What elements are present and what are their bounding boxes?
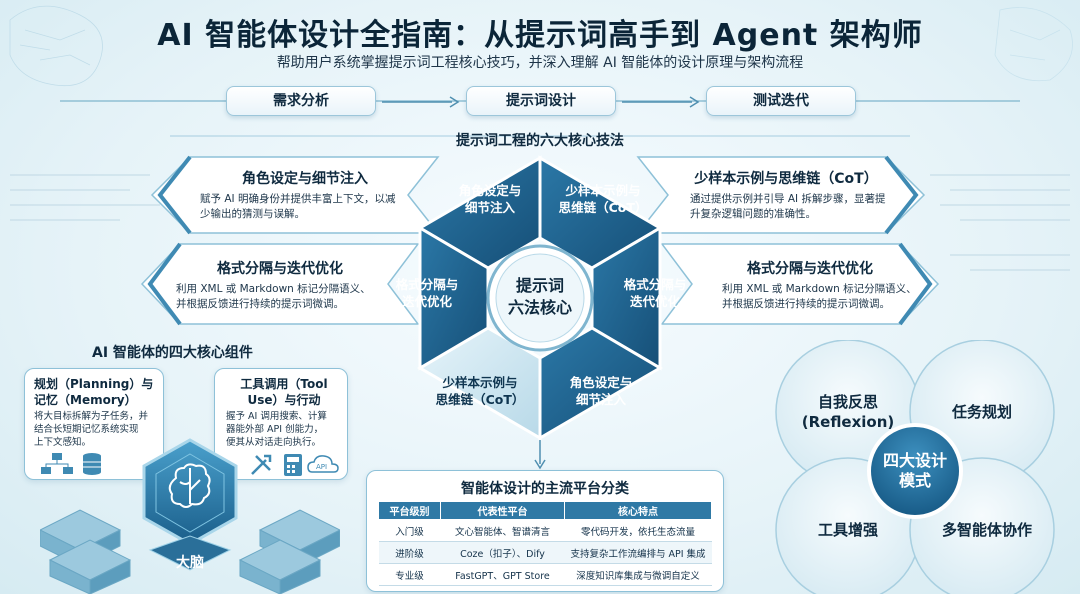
table-header: 平台级别 xyxy=(378,501,441,520)
table-cell: 文心智能体、智谱清言 xyxy=(440,519,565,542)
brain-label: 大脑 xyxy=(176,555,204,571)
table-cell: 深度知识库集成与微调自定义 xyxy=(564,563,712,586)
table-cell: FastGPT、GPT Store xyxy=(440,563,565,586)
technique-card-desc: 通过提供示例并引导 AI 拆解步骤，显著提升复杂逻辑问题的准确性。 xyxy=(690,193,886,220)
techniques-section-title: 提示词工程的六大核心技法 xyxy=(456,133,624,149)
component-desc: 握予 AI 调用搜索、计算 器能外部 API 创能力， 便其从对话走向执行。 xyxy=(226,411,327,448)
table-cell: Coze（扣子）、Dify xyxy=(440,541,565,564)
technique-hex-ring xyxy=(417,155,663,441)
table-cell: 零代码开发，依托生态流量 xyxy=(564,519,712,542)
hex-label-role: 角色设定与 细节注入 xyxy=(569,375,633,407)
table-row: 专业级 FastGPT、GPT Store 深度知识库集成与微调自定义 xyxy=(378,563,712,586)
flow-pill-requirements: 需求分析 xyxy=(226,86,376,116)
technique-card-desc: 赋予 AI 明确身份并提供丰富上下文，以减少输出的猜测与误解。 xyxy=(200,193,396,220)
technique-card-bg xyxy=(660,242,940,326)
technique-card-desc: 利用 XML 或 Markdown 标记分隔语义、并根据反馈进行持续的提示词微调… xyxy=(176,283,371,310)
mode-label-tools: 工具增强 xyxy=(817,521,878,539)
technique-card-title: 角色设定与细节注入 xyxy=(242,171,368,187)
hex-label-format: 格式分隔与 迭代优化 xyxy=(623,277,687,309)
platforms-section-title: 智能体设计的主流平台分类 xyxy=(461,481,629,497)
technique-card-title: 格式分隔与迭代优化 xyxy=(217,261,343,277)
hex-label-fewshot: 少样本示例与 思维链（CoT） xyxy=(558,183,648,215)
modes-center-label: 四大设计 模式 xyxy=(882,451,947,490)
technique-card-desc: 利用 XML 或 Markdown 标记分隔语义、并根据反馈进行持续的提示词微调… xyxy=(722,283,917,310)
calculator-icon xyxy=(284,454,302,476)
technique-card-bg xyxy=(140,242,420,326)
brain-chip-illustration xyxy=(40,438,340,594)
platforms-table: 平台级别 代表性平台 核心特点 入门级 文心智能体、智谱清言 零代码开发，依托生… xyxy=(378,501,712,586)
table-row: 入门级 文心智能体、智谱清言 零代码开发，依托生态流量 xyxy=(378,519,712,542)
table-cell: 支持复杂工作流编排与 API 集成 xyxy=(564,541,712,564)
components-section-title: AI 智能体的四大核心组件 xyxy=(92,345,253,361)
api-label: API xyxy=(316,463,327,471)
page-subtitle: 帮助用户系统掌握提示词工程核心技巧，并深入理解 AI 智能体的设计原理与架构流程 xyxy=(276,55,804,71)
component-title: 工具调用（Tool Use）与行动 xyxy=(240,377,328,407)
mode-label-reflexion: 自我反思 (Reflexion) xyxy=(801,393,895,431)
component-title: 规划（Planning）与 记忆（Memory） xyxy=(34,377,154,407)
page-title: AI 智能体设计全指南：从提示词高手到 Agent 架构师 xyxy=(157,18,923,53)
hex-label-role: 角色设定与 细节注入 xyxy=(458,183,522,215)
arrow-right-icon xyxy=(382,96,460,108)
technique-center-label: 提示词 六法核心 xyxy=(507,276,572,317)
hex-label-format: 格式分隔与 迭代优化 xyxy=(395,277,459,309)
mode-label-planning: 任务规划 xyxy=(951,403,1012,421)
database-icon xyxy=(83,453,101,475)
table-cell: 进阶级 xyxy=(378,541,441,564)
brain-icon xyxy=(168,463,211,508)
hex-segment-left xyxy=(418,225,490,371)
technique-card-title: 格式分隔与迭代优化 xyxy=(747,261,873,277)
hierarchy-icon xyxy=(41,453,101,475)
tools-icon: API xyxy=(251,454,339,476)
table-header: 代表性平台 xyxy=(440,501,565,520)
table-header: 核心特点 xyxy=(564,501,712,520)
mode-label-multi-agent: 多智能体协作 xyxy=(941,521,1032,539)
arrow-right-icon xyxy=(622,96,700,108)
component-desc: 将大目标拆解为子任务，并 结合长短期记忆系统实现 上下文感知。 xyxy=(34,411,149,448)
design-modes-diagram xyxy=(775,340,1055,594)
arrow-down-icon xyxy=(534,440,546,470)
technique-card-title: 少样本示例与思维链（CoT） xyxy=(694,171,878,187)
table-cell: 入门级 xyxy=(378,519,441,542)
technique-card-bg xyxy=(636,155,926,235)
table-row: 进阶级 Coze（扣子）、Dify 支持复杂工作流编排与 API 集成 xyxy=(378,541,712,564)
flow-pill-prompt-design: 提示词设计 xyxy=(466,86,616,116)
platforms-table-wrap: 平台级别 代表性平台 核心特点 入门级 文心智能体、智谱清言 零代码开发，依托生… xyxy=(378,501,712,586)
cloud-api-icon: API xyxy=(307,455,339,473)
table-cell: 专业级 xyxy=(378,563,441,586)
hex-label-fewshot: 少样本示例与 思维链（CoT） xyxy=(435,375,525,407)
flow-pill-testing: 测试迭代 xyxy=(706,86,856,116)
